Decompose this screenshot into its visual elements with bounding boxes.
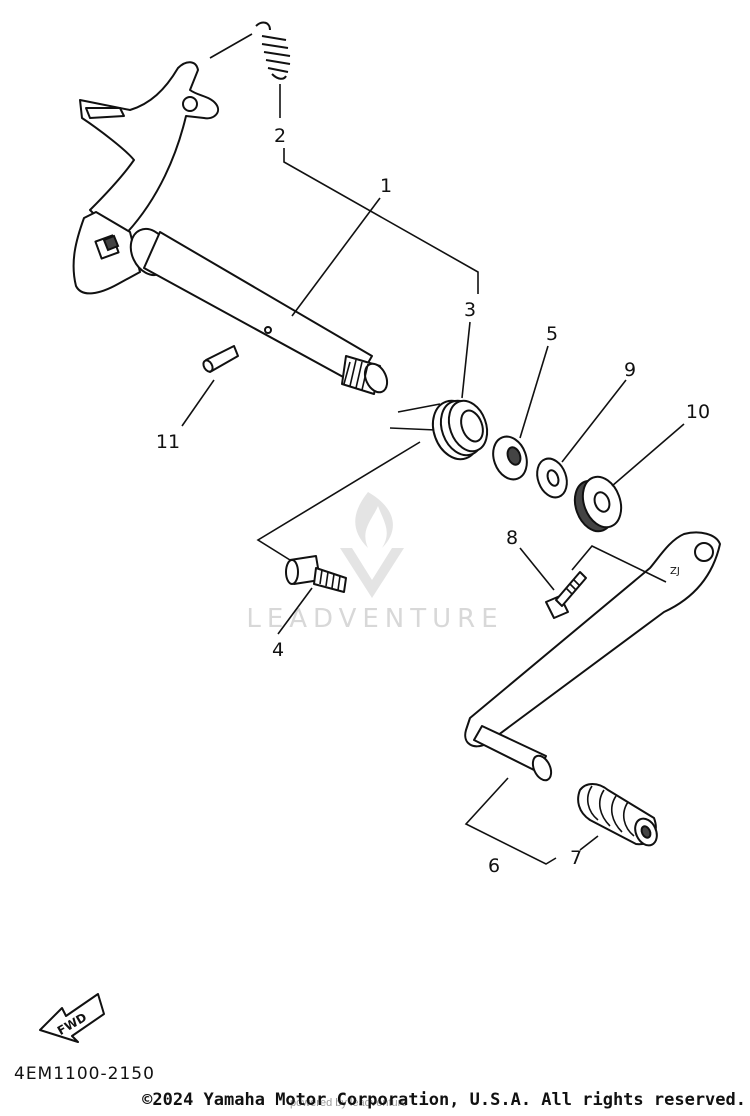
copyright-notice: ©2024 Yamaha Motor Corporation, U.S.A. A…	[142, 1090, 746, 1110]
part-label-1: 1	[380, 175, 392, 197]
bolt-part-4	[285, 555, 347, 593]
part-label-4: 4	[272, 639, 284, 661]
collar-part-5	[492, 435, 528, 481]
spring-part-2	[255, 21, 291, 80]
svg-text:ZJ: ZJ	[670, 566, 680, 577]
washer-part-9	[536, 457, 568, 499]
watermark-brand-text: LEADVENTURE	[246, 604, 503, 634]
shift-shaft-part-1	[72, 61, 389, 395]
diagram-code: 4EM1100-2150	[14, 1064, 155, 1084]
leadventure-watermark: LEADVENTURE	[246, 492, 503, 634]
part-label-10: 10	[686, 401, 710, 423]
part-label-3: 3	[464, 299, 476, 321]
part-label-2: 2	[274, 125, 286, 147]
part-labels: 1 2 3 4 5 6 7 8 9 10 11	[156, 125, 710, 877]
part-label-11: 11	[156, 431, 180, 453]
part-label-7: 7	[570, 847, 582, 869]
dowel-pin-part-11	[202, 345, 239, 373]
leader-lines	[181, 33, 685, 865]
part-label-9: 9	[624, 359, 636, 381]
oil-seal-part-10	[573, 475, 623, 533]
torsion-spring-part-3	[389, 399, 489, 461]
watermark-link[interactable]: powered by leadventure	[290, 1097, 408, 1109]
part-label-5: 5	[546, 323, 558, 345]
part-label-8: 8	[506, 527, 518, 549]
part-label-6: 6	[488, 855, 500, 877]
bolt-part-8	[545, 571, 587, 619]
shift-pedal-part-6: ZJ	[464, 531, 721, 782]
pedal-rubber-part-7	[577, 783, 658, 847]
fwd-arrow-icon: FWD	[39, 993, 105, 1043]
